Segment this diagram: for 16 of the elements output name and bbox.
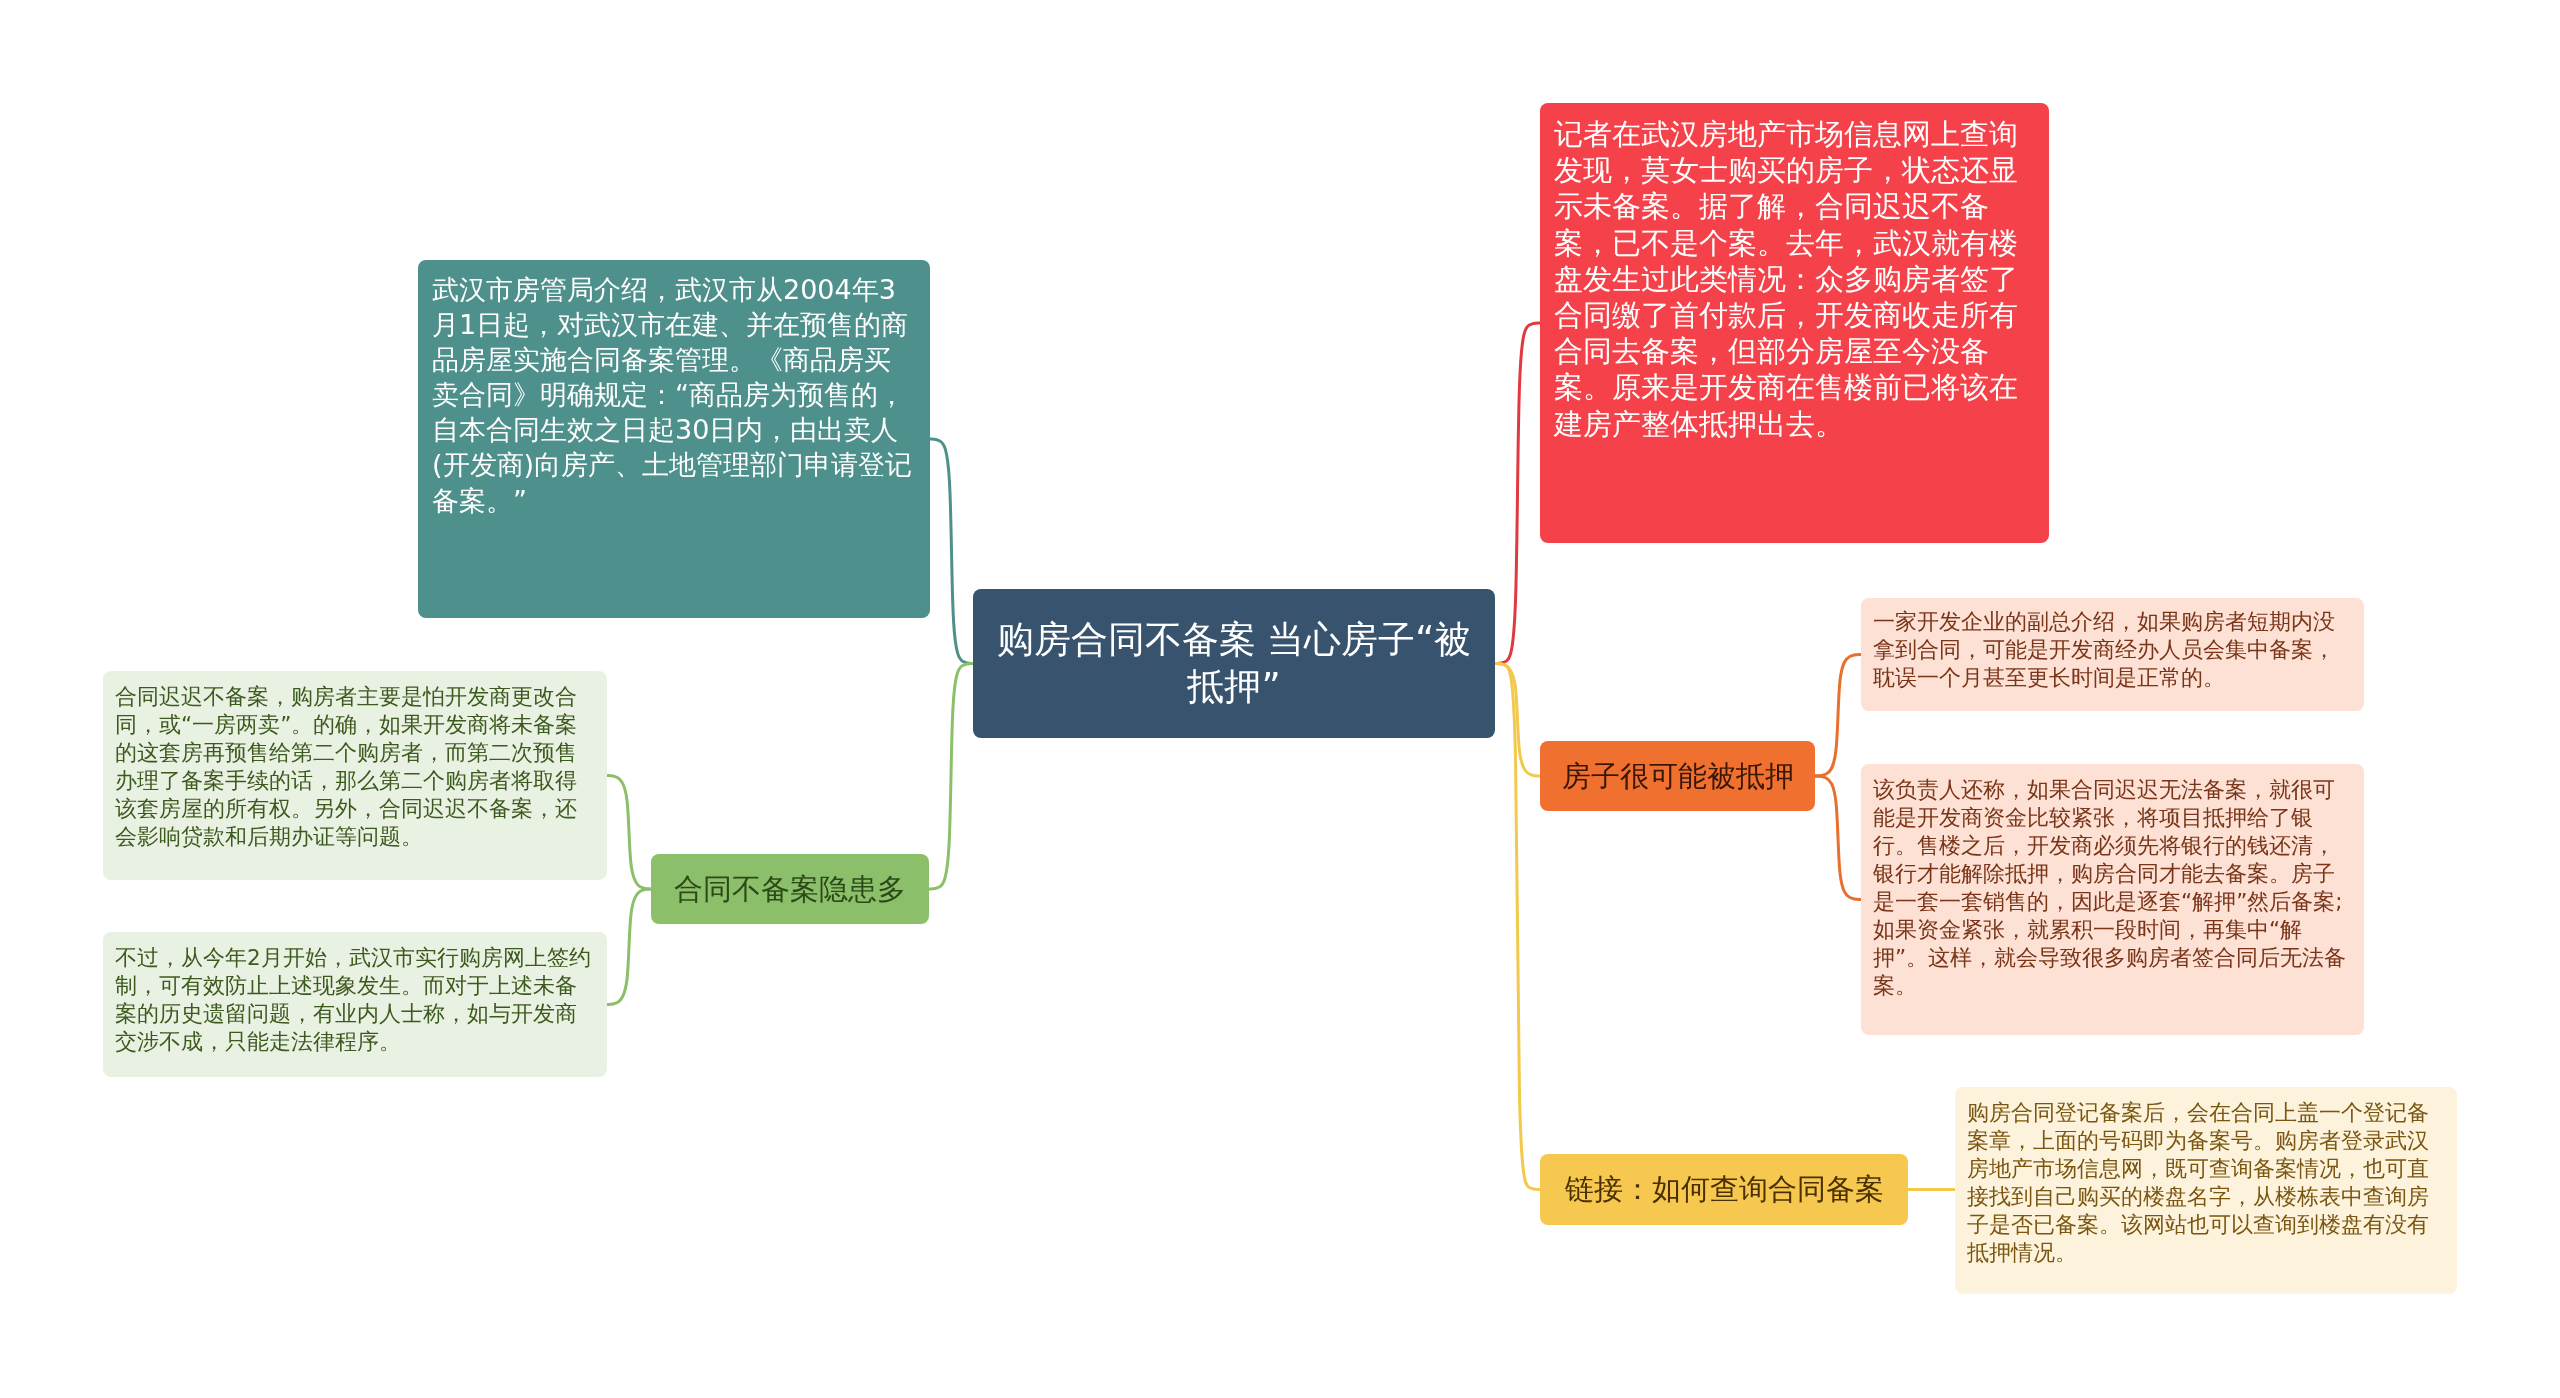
branch-topic: 合同不备案隐患多 xyxy=(651,854,929,924)
detail-card: 合同迟迟不备案，购房者主要是怕开发商更改合同，或“一房两卖”。的确，如果开发商将未备案的这套房再预售给第二个购房者，而第二次预售办理了备案手续的话，那么第二个购房者将取得该套房屋的所有权。另外，合同迟迟不备案，还会影响贷款和后期办证等问题。 xyxy=(103,671,607,880)
detail-card: 购房合同登记备案后，会在合同上盖一个登记备案章，上面的号码即为备案号。购房者登录武汉房地产市场信息网，既可查询备案情况，也可直接找到自己购买的楼盘名字，从楼栋表中查询房子是否已备案。该网站也可以查询到楼盘有没有抵押情况。 xyxy=(1955,1087,2457,1294)
connector-line xyxy=(607,887,651,1006)
connector-line xyxy=(1908,1188,1955,1191)
connector-line xyxy=(929,662,973,891)
connector-line xyxy=(1494,662,1541,1191)
root-topic: 购房合同不备案 当心房子“被抵押” xyxy=(973,589,1495,738)
detail-card: 该负责人还称，如果合同迟迟无法备案，就很可能是开发商资金比较紧张，将项目抵押给了银行。售楼之后，开发商必须先将银行的钱还清，银行才能解除抵押，购房合同才能去备案。房子是一套一套销售的，因此是逐套“解押”然后备案;如果资金紧张，就累积一段时间，再集中“解押”。这样，就会导致很多购房者签合同后无法备案。 xyxy=(1861,764,2364,1035)
detail-card: 不过，从今年2月开始，武汉市实行购房网上签约制，可有效防止上述现象发生。而对于上述未备案的历史遗留问题，有业内人士称，如与开发商交涉不成，只能走法律程序。 xyxy=(103,932,607,1077)
connector-line xyxy=(607,774,651,891)
detail-card: 一家开发企业的副总介绍，如果购房者短期内没拿到合同，可能是开发商经办人员会集中备案，耽误一个月甚至更长时间是正常的。 xyxy=(1861,598,2364,711)
branch-topic: 房子很可能被抵押 xyxy=(1540,741,1815,811)
branch-topic: 链接：如何查询合同备案 xyxy=(1540,1154,1908,1225)
topic-card: 记者在武汉房地产市场信息网上查询发现，莫女士购买的房子，状态还显示未备案。据了解，合同迟迟不备案，已不是个案。去年，武汉就有楼盘发生过此类情况：众多购房者签了合同缴了首付款后，开发商收走所有合同去备案，但部分房屋至今没备案。原来是开发商在售楼前已将该在建房产整体抵押出去。 xyxy=(1540,103,2049,543)
topic-card: 武汉市房管局介绍，武汉市从2004年3月1日起，对武汉市在建、并在预售的商品房屋实施合同备案管理。《商品房买卖合同》明确规定：“商品房为预售的，自本合同生效之日起30日内，由出卖人(开发商)向房产、土地管理部门申请登记备案。” xyxy=(418,260,930,618)
